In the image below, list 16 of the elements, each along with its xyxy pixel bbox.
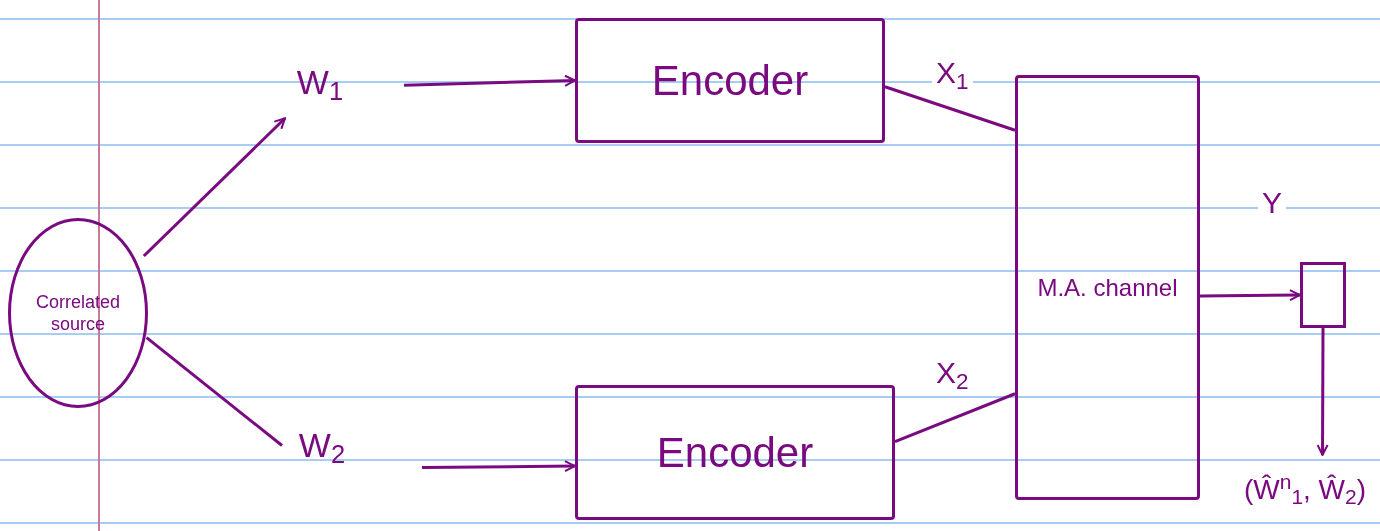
connector-line — [145, 336, 283, 447]
encoder-box: Encoder — [575, 385, 895, 520]
message-label: W$_{1}$ — [285, 55, 355, 110]
encoder-box: Encoder — [575, 18, 885, 143]
arrow — [142, 117, 287, 258]
channel-box: M.A. channel — [1015, 75, 1200, 500]
connector-line — [884, 85, 1016, 132]
source-circle: Correlated source — [8, 218, 148, 408]
estimate-label: (Ŵ$^{n}$$_{1}$, Ŵ$_{2}$) — [1232, 455, 1378, 525]
decoder-box — [1300, 262, 1346, 328]
arrow — [422, 460, 576, 473]
arrow — [403, 74, 576, 87]
connector-line — [894, 392, 1016, 444]
arrow — [1200, 289, 1301, 302]
message-label: W$_{2}$ — [282, 418, 362, 473]
arrow — [1316, 328, 1329, 456]
